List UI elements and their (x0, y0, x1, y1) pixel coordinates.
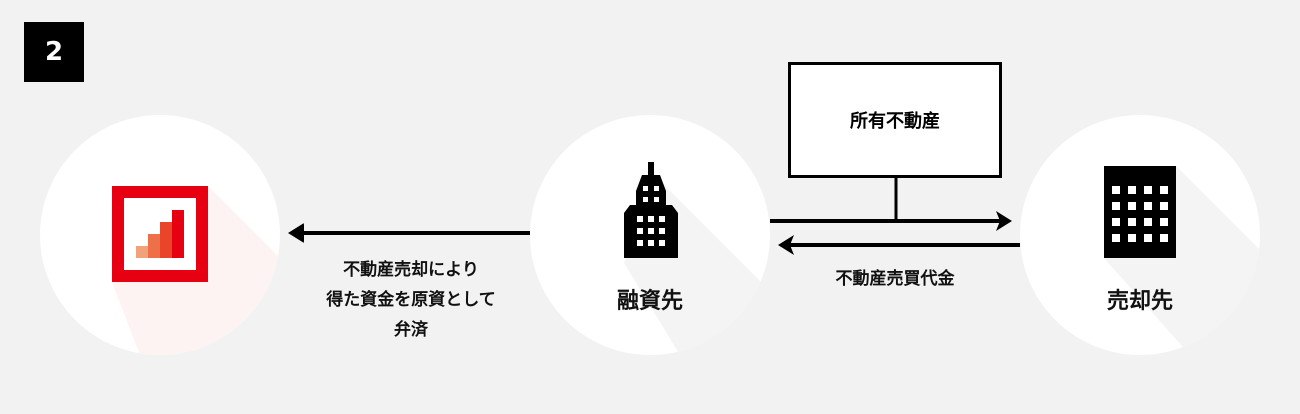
payment-text: 不動産売買代金 (835, 269, 955, 289)
office-building-icon (1104, 166, 1260, 355)
payment-arrowhead (778, 235, 794, 255)
property-label: 所有不動産 (850, 111, 940, 132)
buyer-node: 売却先 (1020, 115, 1260, 355)
bank-logo-icon (112, 186, 280, 355)
repayment-text: 不動産売却により 得た資金を原資として 弁済 (326, 260, 496, 340)
borrower-node: 融資先 (530, 115, 770, 355)
property-transfer-arrowhead (996, 211, 1012, 231)
borrower-label: 融資先 (616, 289, 683, 314)
buyer-label: 売却先 (1106, 289, 1173, 314)
repayment-arrow (290, 224, 530, 242)
bank-node (40, 115, 280, 355)
tall-building-icon (624, 162, 770, 355)
step-badge: 2 (24, 22, 84, 82)
repayment-arrowhead (288, 223, 304, 243)
